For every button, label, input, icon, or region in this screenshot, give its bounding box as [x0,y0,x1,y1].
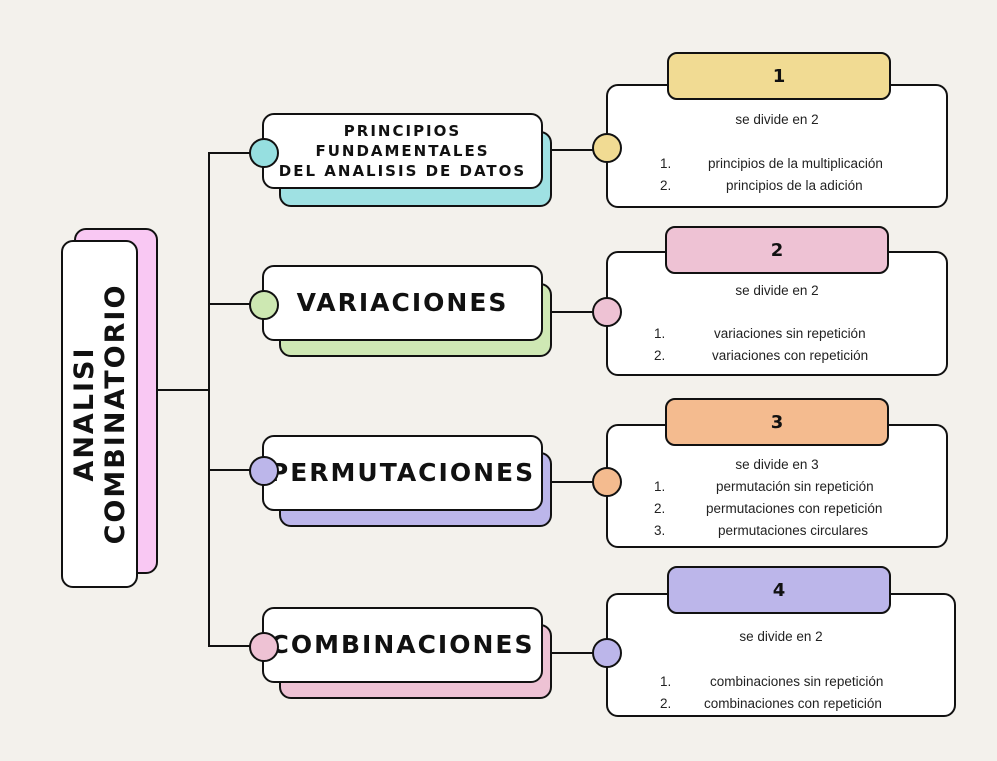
detail-4-dot [592,638,622,668]
branch-2-card: VARIACIONES [262,265,543,341]
root-title-line-2: COMBINATORIO [99,283,131,545]
detail-1-item-2: 2. principios de la adición [608,178,946,198]
detail-1-item-2-text: principios de la adición [726,178,863,193]
detail-4-heading: se divide en 2 [739,629,823,644]
detail-3-item-3-number: 3. [654,523,666,538]
detail-2-item-1-text: variaciones sin repetición [714,326,866,341]
branch-4-card: COMBINACIONES [262,607,543,683]
branch-connector-1 [208,152,252,154]
detail-3-item-1-text: permutación sin repetición [716,479,874,494]
detail-3-item-3-text: permutaciones circulares [718,523,869,538]
detail-1-item-1-number: 1. [660,156,672,171]
detail-3-number-tab: 3 [665,398,889,446]
branch-2-title: VARIACIONES [296,288,509,318]
detail-4-item-1-text: combinaciones sin repetición [710,674,884,689]
detail-connector-1 [552,149,596,151]
detail-4-item-2-text: combinaciones con repetición [704,696,882,711]
detail-2-item-1-number: 1. [654,326,666,341]
root-title: ANALISI COMBINATORIO [68,254,130,574]
detail-2-item-1: 1. variaciones sin repetición [608,326,946,346]
detail-4-number-tab: 4 [667,566,891,614]
branch-1-card: PRINCIPIOS FUNDAMENTALES DEL ANALISIS DE… [262,113,543,189]
detail-3-item-2-number: 2. [654,501,666,516]
detail-connector-2 [552,311,596,313]
detail-connector-4 [552,652,596,654]
detail-3-item-3: 3. permutaciones circulares [608,523,946,543]
branch-3-dot [249,456,279,486]
detail-2-dot [592,297,622,327]
trunk-line [208,152,210,646]
branch-4-dot [249,632,279,662]
detail-4-item-1-number: 1. [660,674,672,689]
detail-2-item-2: 2. variaciones con repetición [608,348,946,368]
root-card: ANALISI COMBINATORIO [61,240,138,588]
branch-3-title: PERMUTACIONES [269,458,536,488]
root-connector [158,389,210,391]
branch-2-dot [249,290,279,320]
detail-1-card: se divide en 2 1. principios de la multi… [606,84,948,208]
detail-3-heading: se divide en 3 [735,457,819,472]
detail-4-item-2: 2. combinaciones con repetición [608,696,954,716]
root-title-line-1: ANALISI [68,346,100,482]
detail-1-dot [592,133,622,163]
branch-4-title: COMBINACIONES [270,630,535,660]
detail-2-item-2-text: variaciones con repetición [712,348,869,363]
branch-3-card: PERMUTACIONES [262,435,543,511]
detail-3-item-2-text: permutaciones con repetición [706,501,883,516]
branch-1-title-line-1: PRINCIPIOS FUNDAMENTALES [315,121,490,160]
detail-1-item-1: 1. principios de la multiplicación [608,156,946,176]
detail-3-item-2: 2. permutaciones con repetición [608,501,946,521]
detail-2-number-tab: 2 [665,226,889,274]
detail-3-item-1: 1. permutación sin repetición [608,479,946,499]
detail-1-number-tab: 1 [667,52,891,100]
detail-2-heading: se divide en 2 [735,283,819,298]
branch-connector-4 [208,645,252,647]
branch-1-title-line-2: DEL ANALISIS DE DATOS [278,162,527,181]
detail-4-item-1: 1. combinaciones sin repetición [608,674,954,694]
detail-3-item-1-number: 1. [654,479,666,494]
detail-connector-3 [552,481,596,483]
branch-1-dot [249,138,279,168]
branch-connector-3 [208,469,252,471]
detail-1-heading: se divide en 2 [735,112,819,127]
branch-connector-2 [208,303,252,305]
detail-1-item-1-text: principios de la multiplicación [708,156,883,171]
detail-1-item-2-number: 2. [660,178,672,193]
detail-3-dot [592,467,622,497]
detail-4-item-2-number: 2. [660,696,672,711]
detail-2-item-2-number: 2. [654,348,666,363]
